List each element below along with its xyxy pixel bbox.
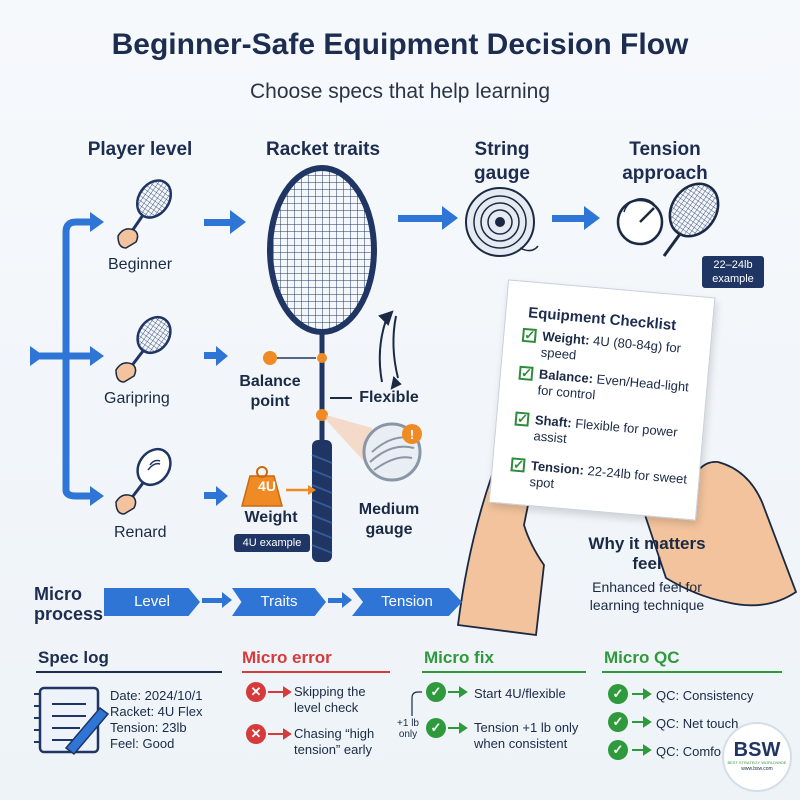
top-arrows: [398, 206, 600, 230]
process-step-level: Level: [104, 588, 200, 616]
micro-qc-item-1: QC: Consistency: [656, 688, 754, 703]
racket-icon-beginner: [117, 179, 173, 249]
string-spool-icon: [465, 187, 539, 257]
process-step-tension: Tension: [352, 588, 462, 616]
why-text: Enhanced feel for learning technique: [589, 579, 705, 613]
fix-arrows: [411, 686, 468, 734]
spec-log-line-1: Date: 2024/10/1: [110, 688, 203, 703]
flexible-label: Flexible: [359, 389, 419, 406]
check-circle-icon: ✓: [608, 684, 628, 704]
micro-process-label: Micro process: [34, 584, 104, 624]
process-step-traits: Traits: [232, 588, 326, 616]
micro-fix-item-2: Tension +1 lb only when consistent: [474, 720, 579, 751]
error-arrows: [268, 686, 292, 740]
process-connectors: [202, 592, 352, 608]
fix-side-note: +1 lb only: [397, 718, 419, 740]
why-title: Why it matters feel: [588, 534, 706, 573]
micro-fix-item-1: Start 4U/flexible: [474, 686, 566, 701]
branch-arrows: [36, 218, 96, 500]
level-label-1: Beginner: [108, 256, 173, 273]
racket-icon-advanced: [115, 447, 172, 515]
micro-error-title: Micro error: [242, 648, 332, 667]
balance-label: Balance point: [239, 373, 301, 410]
check-icon: ✓: [518, 364, 534, 381]
qc-arrows: [632, 688, 652, 756]
check-circle-icon: ✓: [426, 682, 446, 702]
weight-badge-text: 4U: [258, 478, 276, 494]
balance-marker: [263, 351, 316, 365]
flex-arrows: [330, 310, 402, 399]
level-arrows: [204, 210, 246, 506]
page-subtitle: Choose specs that help learning: [249, 80, 551, 103]
micro-qc-title: Micro QC: [604, 648, 680, 667]
equipment-checklist: Equipment Checklist ✓Weight: 4U (80-84g)…: [488, 279, 716, 521]
micro-qc-item-2: QC: Net touch: [656, 716, 739, 731]
micro-error-item-2: Chasing “high tension” early: [294, 726, 375, 757]
header-player-level: Player level: [87, 139, 193, 160]
header-string-gauge: String gauge: [474, 139, 530, 184]
weight-badge: [241, 466, 316, 507]
error-x-icon: ✕: [246, 724, 266, 744]
check-icon: ✓: [514, 410, 530, 427]
spec-log-line-4: Feel: Good: [110, 736, 175, 751]
svg-text:!: !: [410, 427, 414, 442]
tension-gauge-icon: [616, 198, 664, 246]
check-circle-icon: ✓: [608, 712, 628, 732]
tension-racket-icon: [662, 182, 720, 257]
weight-tag: 4U example: [234, 534, 310, 552]
notebook-icon: [34, 686, 110, 756]
spec-log-title: Spec log: [38, 648, 109, 667]
micro-qc-item-3: QC: Comfo: [656, 744, 722, 759]
spec-log-line-2: Racket: 4U Flex: [110, 704, 203, 719]
checklist-item-tension: ✓Tension: 22-24lb for sweet spot: [510, 456, 688, 492]
gauge-magnifier: !: [326, 415, 422, 482]
main-racket: [267, 165, 377, 562]
weight-label: Weight: [244, 509, 298, 526]
micro-error-item-1: Skipping the level check: [294, 684, 366, 715]
micro-fix-title: Micro fix: [424, 648, 494, 667]
racket-icon-intermediate: [115, 315, 172, 383]
check-circle-icon: ✓: [426, 718, 446, 738]
level-label-3: Renard: [114, 524, 167, 541]
gauge-label: Medium gauge: [358, 501, 420, 538]
error-x-icon: ✕: [246, 682, 266, 702]
page-title: Beginner-Safe Equipment Decision Flow: [111, 28, 689, 61]
checklist-item-shaft: ✓Shaft: Flexible for power assist: [514, 410, 679, 447]
tension-tag: 22–24lb example: [702, 256, 764, 288]
check-circle-icon: ✓: [608, 740, 628, 760]
header-racket-traits: Racket traits: [265, 139, 381, 160]
check-icon: ✓: [510, 456, 526, 473]
branch-arrowheads: [30, 212, 104, 506]
spec-log-line-3: Tension: 23lb: [110, 720, 187, 735]
check-icon: ✓: [521, 327, 537, 344]
brand-logo: BSW BEST STRATEGY WORLDWIDE www.bsw.com: [722, 722, 792, 792]
header-tension-approach: Tension approach: [622, 139, 708, 184]
level-label-2: Garipring: [104, 390, 170, 407]
